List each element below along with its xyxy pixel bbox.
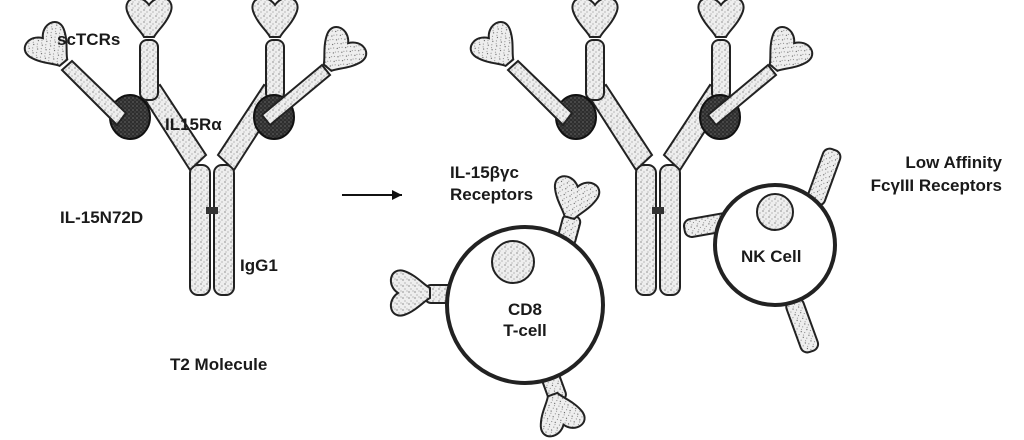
label-il15-receptors-line2: Receptors — [450, 185, 534, 204]
label-il15n72d: IL-15N72D — [60, 208, 144, 227]
label-cd8-line2: T-cell — [503, 321, 547, 340]
label-cd8-line1: CD8 — [507, 300, 542, 319]
label-sctcrs: scTCRs — [57, 30, 121, 49]
label-fc-line2: FcγIII Receptors — [870, 176, 1002, 195]
nk-cell — [683, 147, 842, 354]
right-arrow-icon — [342, 190, 402, 200]
cd8-t-cell — [389, 173, 605, 440]
label-nk-cell: NK Cell — [741, 247, 802, 266]
label-il15ra: IL15Rα — [165, 115, 222, 134]
label-fc-line1: Low Affinity — [905, 153, 1002, 172]
label-igg1: IgG1 — [240, 256, 278, 275]
label-il15-receptors-line1: IL-15βγc — [450, 163, 519, 182]
label-t2-molecule: T2 Molecule — [170, 355, 268, 374]
